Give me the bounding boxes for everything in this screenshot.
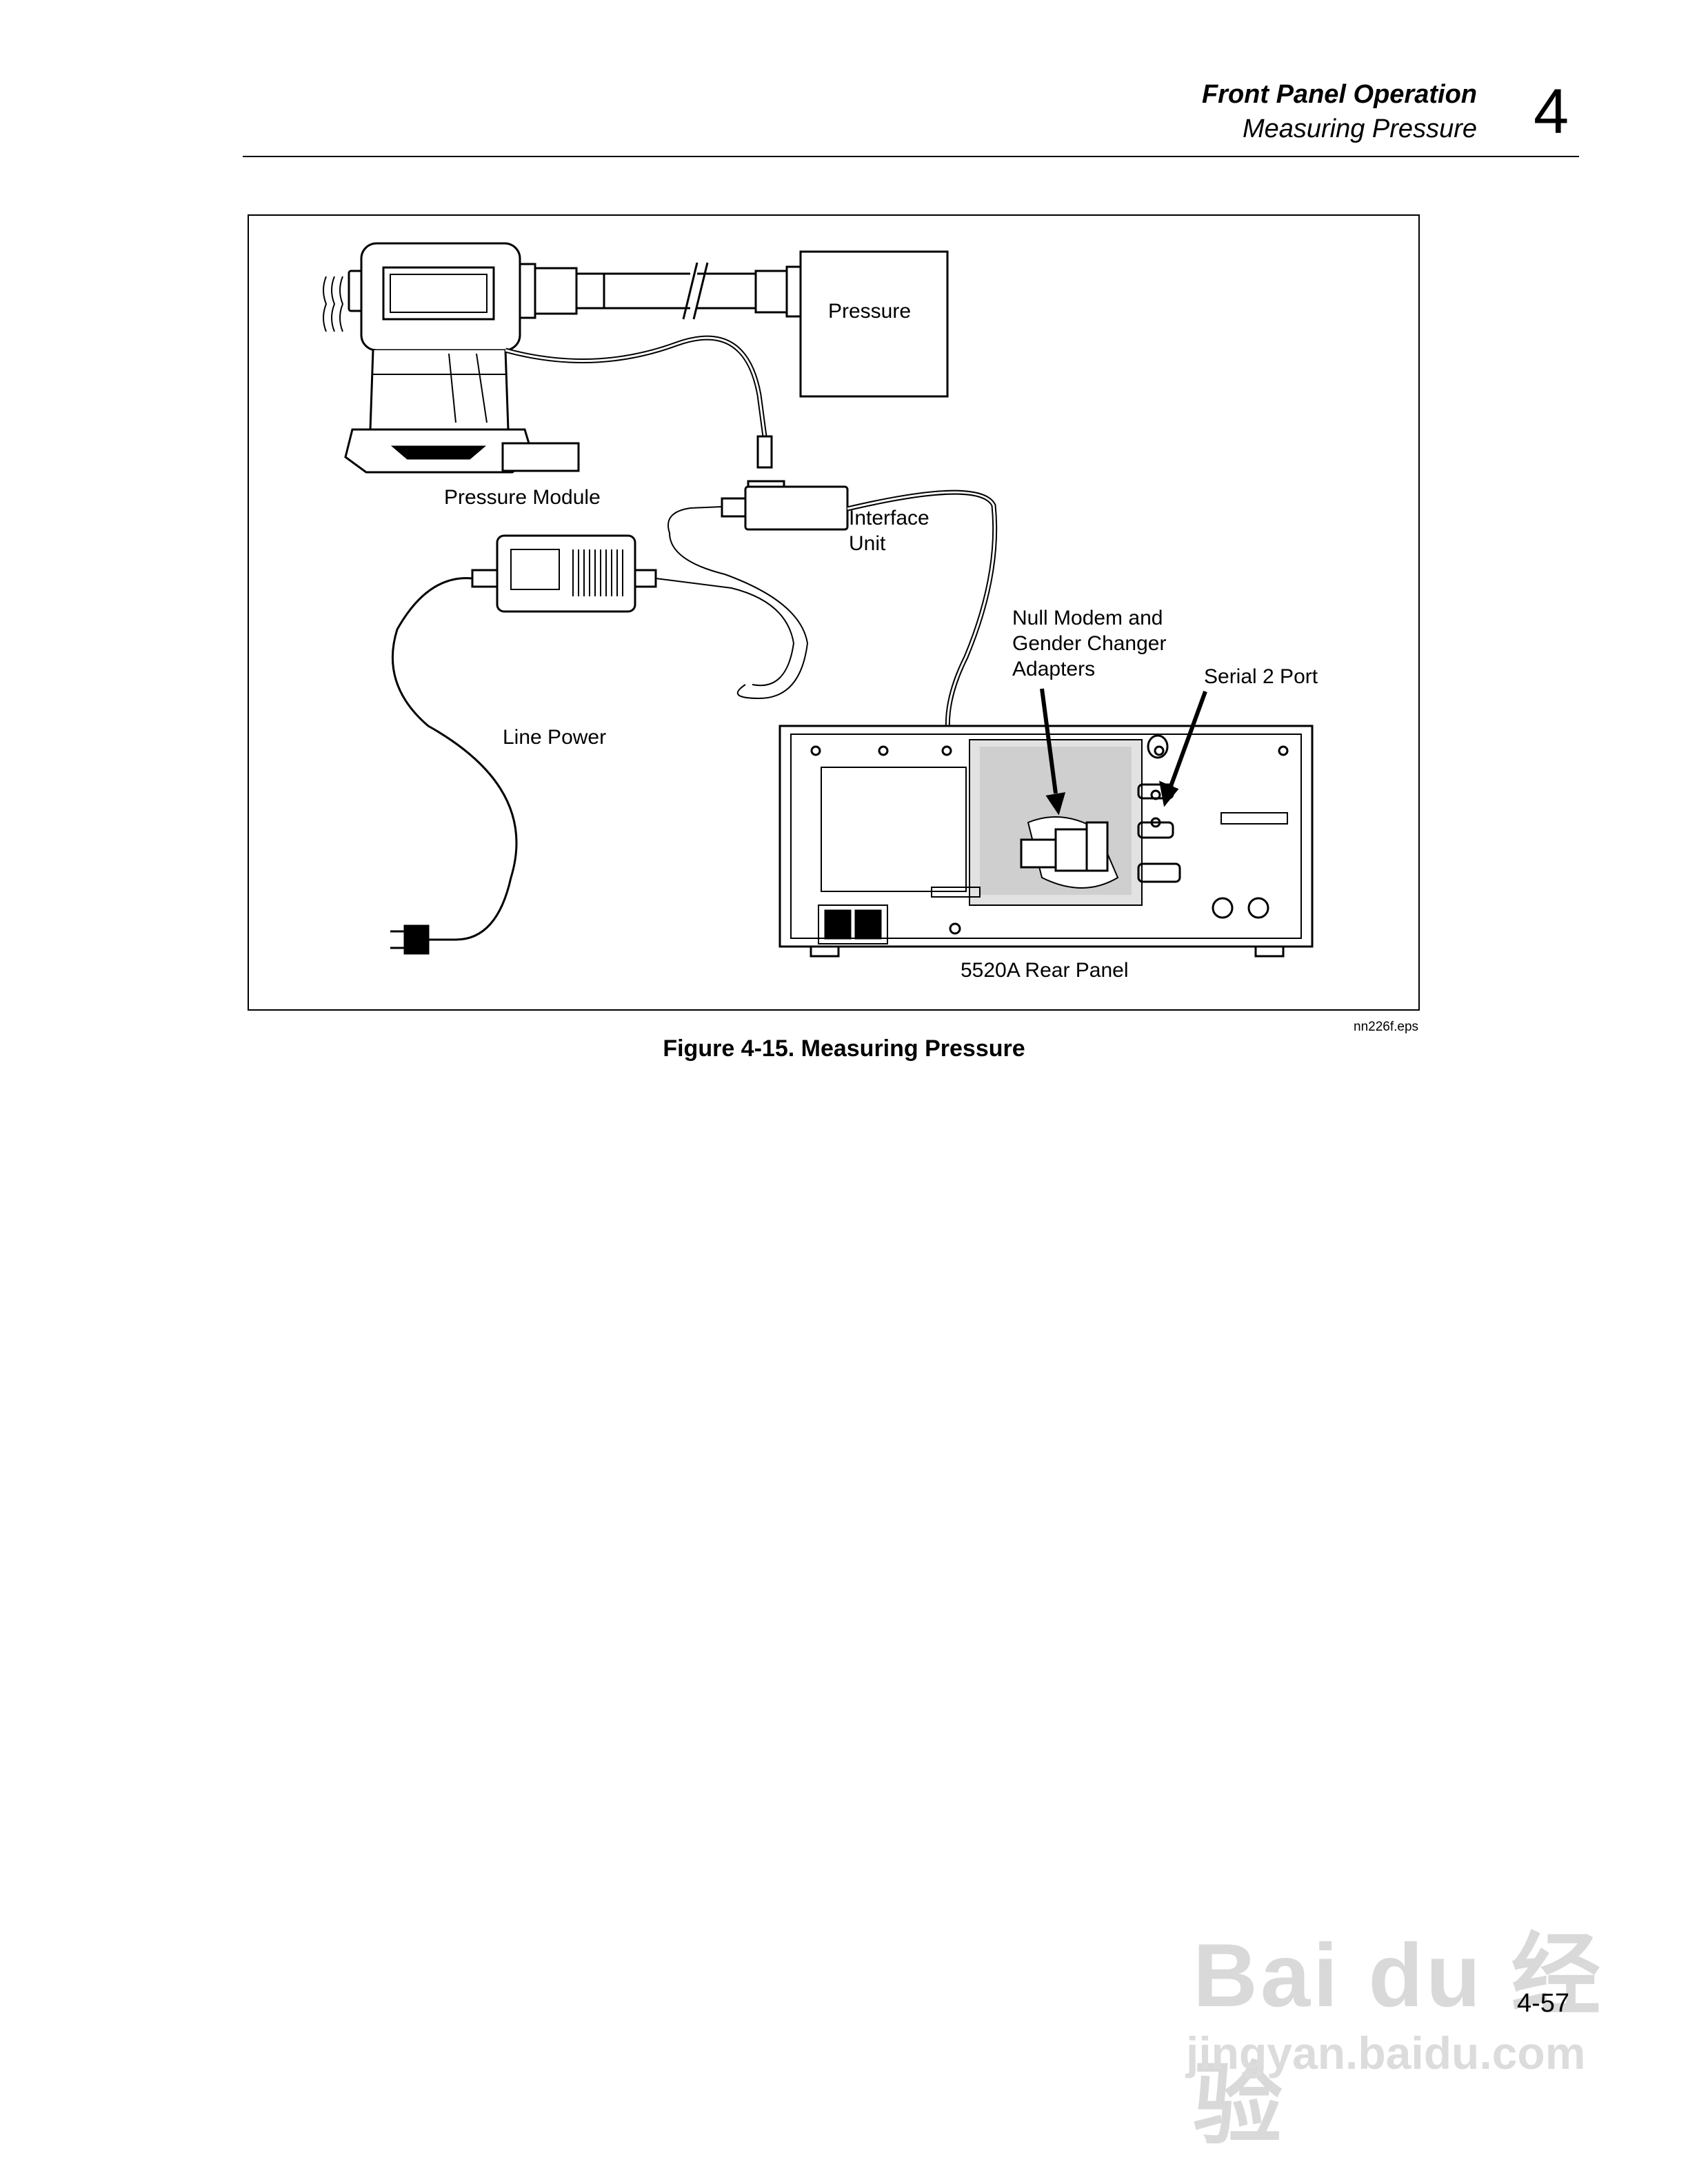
module-cable — [505, 335, 767, 437]
line-power-adapter — [390, 442, 795, 955]
measuring-pressure-diagram — [323, 242, 1314, 958]
figure-caption: Figure 4-15. Measuring Pressure — [663, 1035, 1025, 1062]
header-subsection-title: Measuring Pressure — [1242, 114, 1477, 143]
chapter-number: 4 — [1534, 77, 1569, 147]
pressure-pipe — [604, 262, 812, 320]
pressure-module-illustration — [323, 242, 605, 474]
page-number: 4-57 — [1517, 1989, 1570, 2018]
label-null-modem: Null Modem and Gender Changer Adapters — [1012, 607, 1167, 680]
header-section-title: Front Panel Operation — [1201, 80, 1477, 109]
figure-file-name: nn226f.eps — [1354, 1020, 1419, 1034]
interface-unit-illustration — [667, 480, 849, 700]
header-rule — [243, 156, 1579, 157]
label-pressure: Pressure — [828, 300, 912, 323]
label-pressure-module: Pressure Module — [444, 486, 601, 509]
rear-panel-illustration — [778, 725, 1314, 958]
pressure-source-box — [799, 250, 949, 398]
watermark-logo: Bai du 经验 — [1193, 1925, 1604, 2155]
callout-arrows — [1040, 688, 1207, 816]
label-interface-unit: Interface Unit — [849, 507, 930, 555]
label-serial-port: Serial 2 Port — [1204, 665, 1318, 688]
watermark-url: jingyan.baidu.com — [1186, 2028, 1586, 2079]
label-line-power: Line Power — [503, 726, 607, 749]
figure-frame: Pressure Pressure Module Interface Unit … — [248, 214, 1420, 1011]
label-rear-panel: 5520A Rear Panel — [961, 959, 1129, 982]
